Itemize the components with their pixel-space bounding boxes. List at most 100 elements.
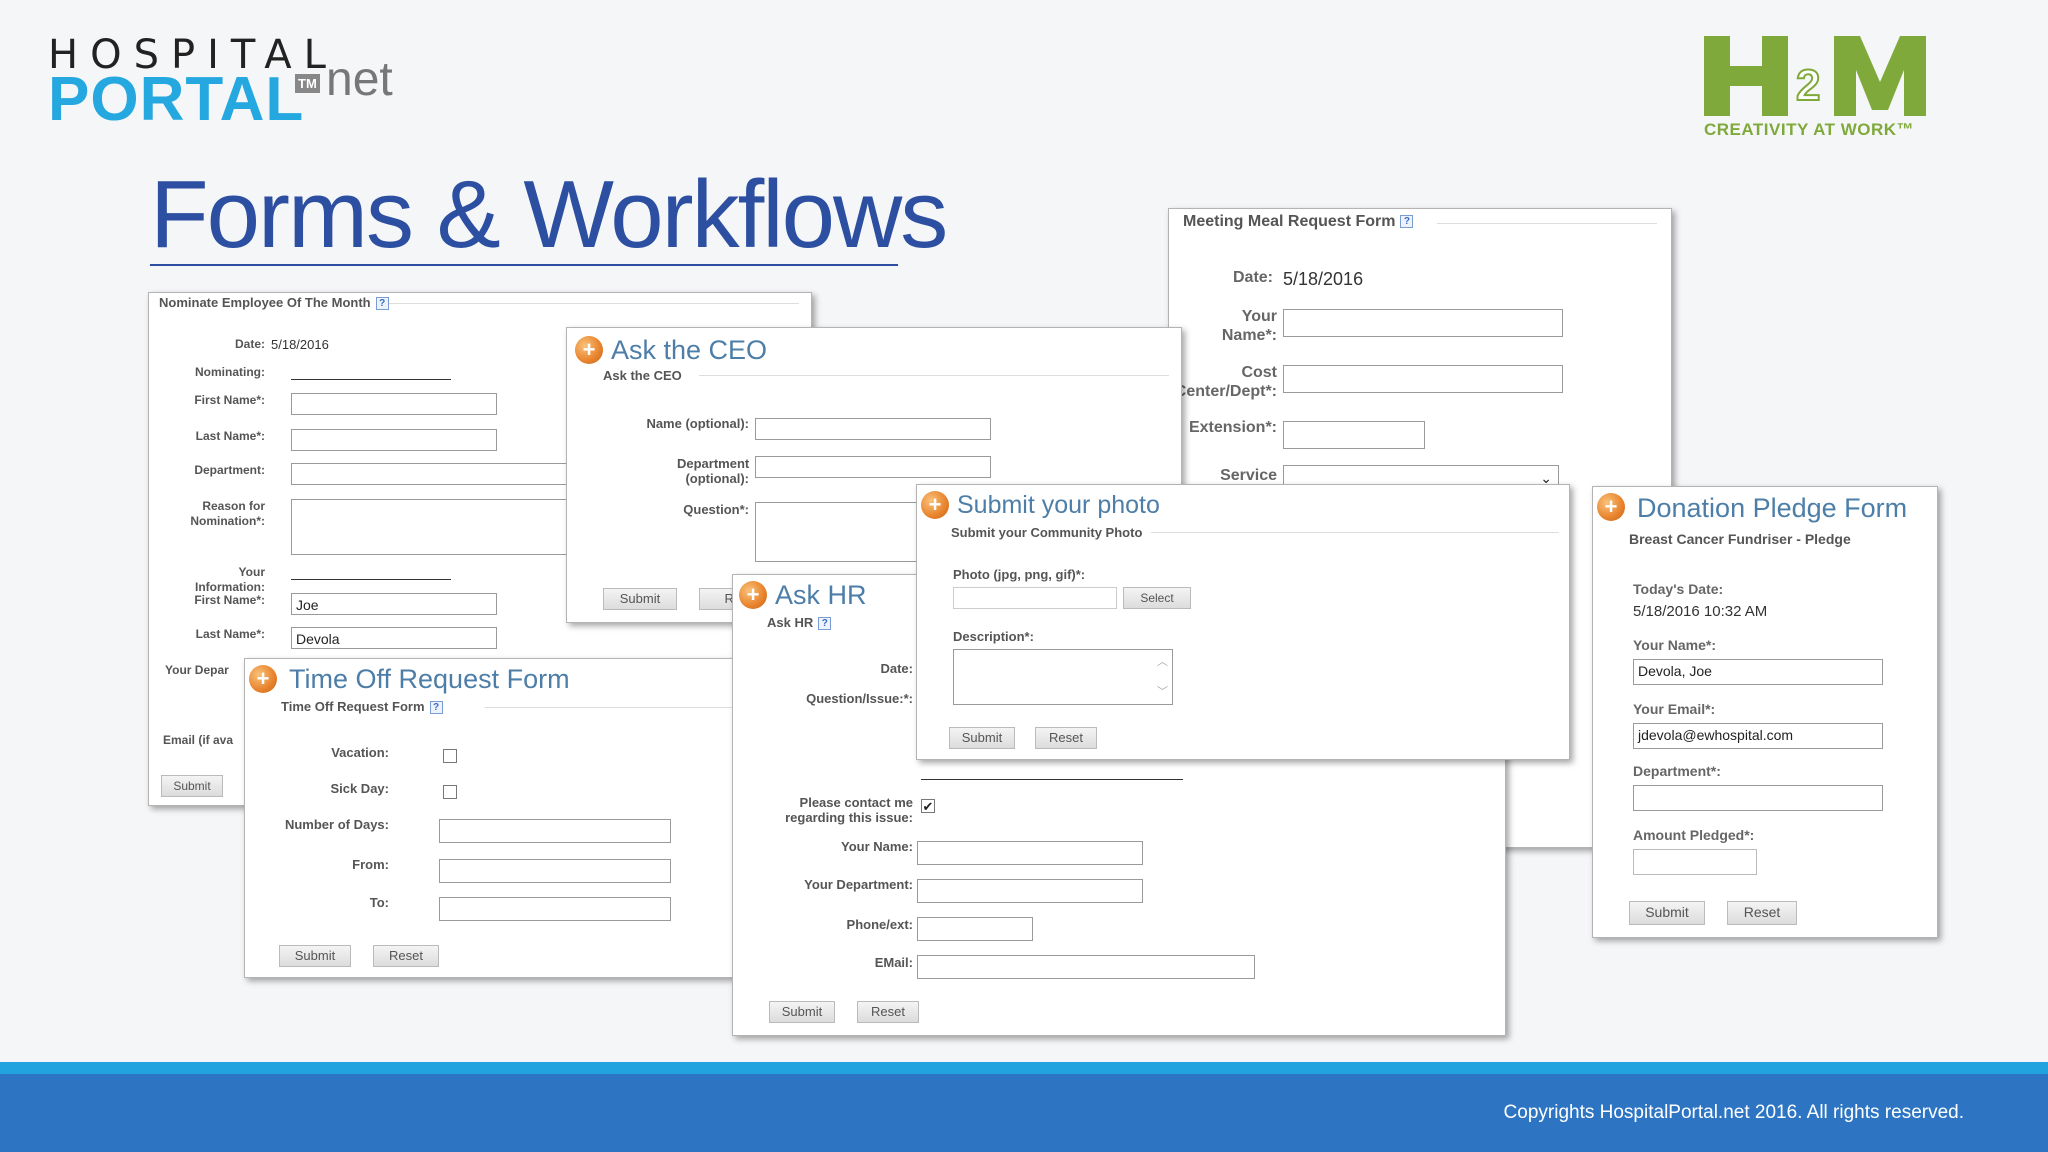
scroll-down-icon[interactable]: ﹀ [1157,686,1168,698]
plus-orb-icon [249,665,277,693]
number-of-days-input[interactable] [439,819,671,843]
form-legend: Nominate Employee Of The Month [159,295,371,310]
first-name-input[interactable] [291,393,497,415]
photo-file-input[interactable] [953,587,1117,609]
email-label: EMail: [874,955,913,970]
your-first-name-input[interactable]: Joe [291,593,497,615]
submit-button[interactable]: Submit [161,775,223,797]
divider [389,303,799,304]
submit-button[interactable]: Submit [279,945,351,967]
sick-day-label: Sick Day: [330,781,389,796]
plus-orb-icon [739,581,767,609]
your-name-label: Your Name*: [1633,637,1716,653]
divider [485,707,735,708]
department-input[interactable] [1633,785,1883,811]
department-label: Department (optional): [677,456,750,486]
date-label: Today's Date: [1633,581,1724,597]
to-input[interactable] [439,897,671,921]
your-name-input[interactable] [917,841,1143,865]
time-off-request-form: Time Off Request Form Time Off Request F… [244,658,740,978]
extension-input[interactable] [1283,421,1425,449]
description-textarea[interactable]: ︿ ﹀ [953,649,1173,705]
svg-text:2: 2 [1796,61,1820,110]
your-last-name-input[interactable]: Devola [291,627,497,649]
name-input[interactable] [755,418,991,440]
contact-label: Please contact me regarding this issue: [785,795,913,825]
help-icon[interactable]: ? [818,617,832,631]
form-title: Time Off Request Form [289,664,570,694]
logo-portal-text: PORTAL [48,65,305,134]
question-line [921,779,1183,780]
help-icon[interactable]: ? [429,701,443,715]
form-subtitle: Ask the CEO [603,368,682,383]
divider [1151,532,1559,533]
logo-hospital-text: HOSPITAL [48,32,338,78]
vacation-checkbox[interactable] [443,749,457,763]
amount-pledged-label: Amount Pledged*: [1633,827,1755,843]
your-department-input[interactable] [917,879,1143,903]
reason-label: Reason for Nomination*: [190,499,265,528]
phone-input[interactable] [917,917,1033,941]
name-label: Name (optional): [646,416,749,431]
form-title: Ask HR [775,580,867,610]
nominating-line [291,379,451,380]
your-information-label: Your Information: [195,565,265,594]
reset-button[interactable]: Reset [857,1001,919,1023]
divider [699,375,1169,376]
reset-button[interactable]: Reset [1727,901,1797,925]
photo-label: Photo (jpg, png, gif)*: [953,567,1086,582]
your-name-input[interactable] [1283,309,1563,337]
from-input[interactable] [439,859,671,883]
form-title: Submit your photo [957,491,1160,519]
your-email-input[interactable]: jdevola@ewhospital.com [1633,723,1883,749]
amount-pledged-input[interactable] [1633,849,1757,875]
submit-button[interactable]: Submit [603,588,677,610]
last-name-label: Last Name*: [195,429,265,443]
date-label: Date: [880,661,913,676]
logo-tm-badge: TM [295,74,320,93]
department-input[interactable] [755,456,991,478]
reset-button[interactable]: Reset [1035,727,1097,749]
reset-button[interactable]: Reset [373,945,439,967]
plus-orb-icon [575,336,603,364]
last-name-input[interactable] [291,429,497,451]
nominating-label: Nominating: [195,365,265,379]
date-label: Date: [234,337,265,351]
email-label: Email (if ava [163,733,234,747]
date-label: Date: [1232,269,1273,286]
help-icon[interactable]: ? [375,297,389,311]
cost-center-input[interactable] [1283,365,1563,393]
question-label: Question/Issue:*: [806,691,913,706]
sick-day-checkbox[interactable] [443,785,457,799]
your-email-label: Your Email*: [1633,701,1716,717]
cost-center-label: Cost Center/Dept*: [1174,364,1277,400]
scroll-up-icon[interactable]: ︿ [1157,656,1168,668]
form-subtitle: Submit your Community Photo [951,525,1143,540]
select-file-button[interactable]: Select [1123,587,1191,609]
submit-button[interactable]: Submit [949,727,1015,749]
phone-label: Phone/ext: [846,917,913,932]
plus-orb-icon [921,491,949,519]
copyright-text: Copyrights HospitalPortal.net 2016. All … [1503,1102,1964,1123]
your-name-input[interactable]: Devola, Joe [1633,659,1883,685]
email-input[interactable] [917,955,1255,979]
department-label: Department*: [1633,763,1721,779]
contact-me-checkbox[interactable] [921,799,935,813]
form-subtitle: Time Off Request Form [281,699,425,714]
your-first-name-label: First Name*: [194,593,265,607]
h2m-tagline: CREATIVITY AT WORK™ [1704,120,1915,139]
submit-button[interactable]: Submit [1629,901,1705,925]
submit-photo-form: Submit your photo Submit your Community … [916,484,1570,760]
department-input[interactable] [291,463,581,485]
title-underline [150,264,898,266]
your-department-label: Your Depar [165,663,229,677]
help-icon[interactable]: ? [1400,215,1414,229]
reason-textarea[interactable] [291,499,581,555]
description-label: Description*: [953,629,1034,644]
footer-accent-bar [0,1062,2048,1074]
plus-orb-icon [1597,493,1625,521]
your-name-label: Your Name: [841,839,913,854]
logo-net-text: net [326,53,393,106]
submit-button[interactable]: Submit [769,1001,835,1023]
vacation-label: Vacation: [331,745,389,760]
